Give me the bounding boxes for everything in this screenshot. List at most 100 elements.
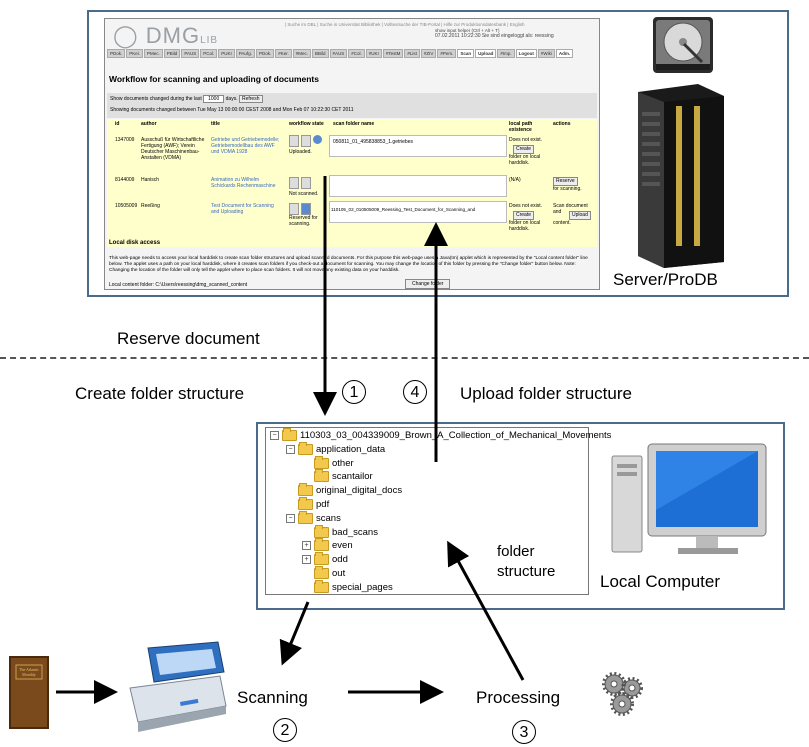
server-label: Server/ProDB	[613, 270, 718, 289]
hard-drive-icon	[653, 17, 713, 73]
nav-item[interactable]: PDok.	[107, 49, 126, 58]
folder-icon	[298, 510, 313, 524]
nav-item[interactable]: PKei.	[126, 49, 144, 58]
change-folder-button[interactable]: Change folder	[405, 279, 451, 289]
nav-item[interactable]: Upload	[475, 49, 497, 58]
arrow-to-folder	[447, 540, 525, 681]
row2-title-link[interactable]: Animation zu Wilhelm Schickards Rechenma…	[211, 177, 276, 189]
local-disk-access-title: Local disk access	[109, 240, 161, 246]
tree-node[interactable]: scantailor	[302, 469, 373, 483]
nav-item[interactable]: #Mec.	[292, 49, 311, 58]
tree-node[interactable]: original_digital_docs	[286, 483, 402, 497]
days-input[interactable]: 1000	[203, 95, 225, 103]
folder-icon	[314, 524, 329, 538]
server-tower-icon	[638, 84, 724, 268]
show-changed-label: Show documents changed during the last	[110, 96, 202, 102]
nav-item[interactable]: #ZIV	[420, 49, 437, 58]
folder-icon	[314, 538, 329, 552]
refresh-button[interactable]: Refresh	[238, 95, 263, 103]
workflow-webpage-screenshot: ◯ DMGLIB | Suche im DBL | Suche in Unive…	[104, 18, 600, 290]
nav-item[interactable]: PCol.	[200, 49, 218, 58]
row3-upload-button[interactable]: Upload	[569, 211, 591, 220]
row2-action-after: for scanning.	[553, 186, 582, 192]
gears-icon	[602, 672, 643, 716]
tree-node-label: out	[332, 568, 346, 579]
scanning-label: Scanning	[237, 688, 308, 707]
nav-item[interactable]: PUKI	[218, 49, 235, 58]
tree-node[interactable]: bad_scans	[302, 524, 378, 538]
nav-item[interactable]: Adm.	[555, 49, 574, 58]
nav-item[interactable]: #UKI	[365, 49, 382, 58]
tree-node-label: 110303_03_004339009_Brown_A_Collection_o…	[300, 430, 612, 441]
row2-state: Not scanned.	[289, 191, 319, 197]
row1-title-link[interactable]: Getriebe und Getriebemodelle; Getriebemo…	[211, 137, 280, 155]
login-info: 07.02.2011 10:22:30 Sie sind eingeloggt …	[435, 33, 554, 39]
reserve-document-label: Reserve document	[117, 329, 260, 348]
col-header-actions: actions	[553, 121, 571, 127]
nav-item[interactable]: #Imp.	[497, 49, 515, 58]
book-title-line-1: The Atlantic	[19, 667, 39, 672]
folder-structure-label: folder structure	[497, 542, 555, 582]
row2-reserve-button[interactable]: Reserve	[553, 177, 578, 186]
row1-local: Does not exist.	[509, 137, 543, 143]
nav-item[interactable]: #Pers.	[437, 49, 457, 58]
tree-node-label: scantailor	[332, 471, 373, 483]
nav-item[interactable]: PDok.	[255, 49, 275, 58]
collapse-icon[interactable]: −	[286, 444, 295, 454]
folder-icon	[298, 497, 313, 510]
page-icon	[289, 135, 299, 147]
book-title-line-2: Monthly	[22, 672, 36, 677]
tree-node-label: odd	[332, 554, 348, 566]
tree-node[interactable]: special_pages	[302, 579, 393, 593]
nav-item[interactable]: #List	[404, 49, 420, 58]
tree-node-label: even	[332, 540, 353, 552]
collapse-icon[interactable]: −	[270, 431, 279, 440]
nav-item[interactable]: PAUS	[181, 49, 200, 58]
folder-icon	[298, 483, 313, 497]
documents-table: id author title workflow state scan fold…	[107, 119, 597, 247]
nav-item[interactable]: #Col.	[348, 49, 365, 58]
folder-icon	[314, 455, 329, 469]
tree-node[interactable]: −application_data	[286, 441, 385, 455]
tree-node[interactable]: − 110303_03_004339009_Brown_A_Collection_…	[270, 428, 612, 441]
arrow-to-scanning	[279, 601, 310, 666]
nav-item[interactable]: PAufg.	[235, 49, 255, 58]
tree-node[interactable]: out	[302, 566, 346, 579]
folder-icon	[314, 566, 329, 579]
tree-node[interactable]: other	[302, 455, 354, 469]
row3-author: Reeßing	[141, 203, 160, 209]
nav-item[interactable]: Scan	[457, 49, 475, 58]
tree-node[interactable]: −scans	[286, 510, 341, 524]
nav-item[interactable]: PMec.	[144, 49, 163, 58]
row3-state: Reserved for scanning.	[289, 215, 318, 227]
row3-title-link[interactable]: Test Document for Scanning and Uploading	[211, 203, 274, 215]
row3-local-after: folder on local harddisk.	[509, 220, 541, 232]
nav-item[interactable]: BBild	[312, 49, 329, 58]
row3-action: Scan document and	[553, 203, 588, 215]
expand-icon[interactable]: +	[302, 541, 311, 551]
top-links[interactable]: | Suche im DBL | Suche in Universitat Bi…	[285, 22, 525, 27]
collapse-icon[interactable]: −	[286, 513, 295, 523]
row3-create-button[interactable]: Create	[513, 211, 535, 220]
input-helper-checkbox[interactable]: show input helper (Ctrl + Alt + T)	[435, 28, 500, 33]
nav-item[interactable]: #AUS	[329, 49, 348, 58]
nav-item[interactable]: Logout	[515, 49, 537, 58]
tree-node-label: other	[332, 457, 354, 469]
nav-item[interactable]: PBild	[163, 49, 181, 58]
local-content-folder: Local content folder: C:\Users\reessing\…	[109, 282, 248, 288]
nav-item[interactable]: #Ker.	[275, 49, 292, 58]
step-4-marker: 4	[403, 380, 427, 404]
step-2-marker: 2	[273, 718, 297, 742]
tree-node[interactable]: pdf	[286, 497, 330, 510]
nav-item[interactable]: #TestM	[382, 49, 404, 58]
row1-create-button[interactable]: Create	[513, 145, 535, 154]
tree-node[interactable]: + odd	[302, 552, 348, 566]
computer-icon	[611, 443, 767, 554]
tree-node-label: pdf	[316, 499, 330, 510]
upload-folder-label: Upload folder structure	[460, 384, 632, 403]
folder-icon	[282, 428, 297, 441]
tree-node[interactable]: + even	[302, 538, 353, 552]
expand-icon[interactable]: +	[302, 555, 311, 565]
nav-item[interactable]: #Wiki	[537, 49, 555, 58]
